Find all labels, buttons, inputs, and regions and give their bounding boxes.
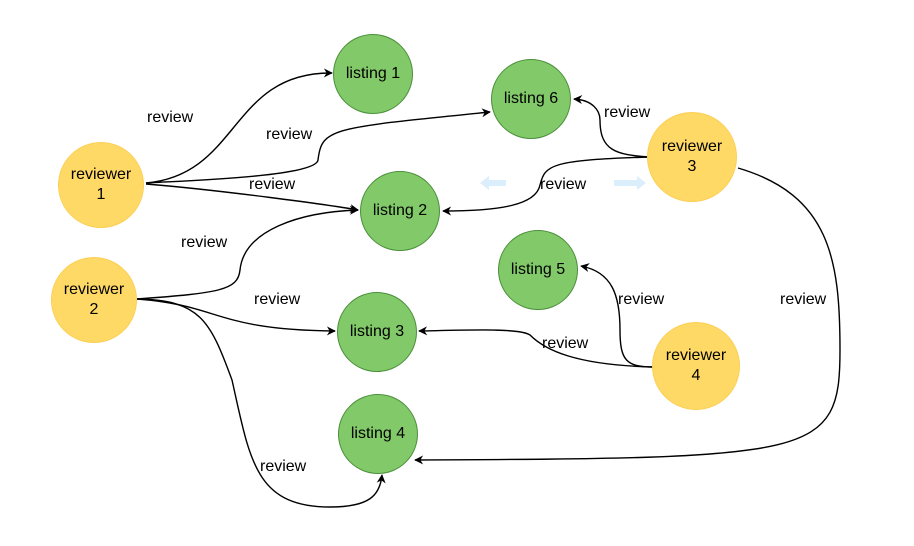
edge-r1-l6 [145,108,491,184]
edge-label-r4-l5: review [618,291,665,308]
node-reviewer-3[interactable]: reviewer 3 [647,112,737,202]
edge-r2-l2 [136,205,359,300]
edge-label-r3-l6: review [604,104,651,121]
edge-r3-l2 [442,156,651,216]
edge-label-r2-l3: review [254,291,301,308]
listing-2-label: listing 2 [372,202,428,219]
reviewer-3-line2: 3 [687,158,697,175]
edge-r3-l6 [573,94,651,158]
edge-r4-l5 [580,263,654,368]
edge-label-r2-l4: review [260,458,307,475]
reviewer-2-line1: reviewer [63,281,125,298]
listing-5-label: listing 5 [510,261,566,278]
hint-arrow-right-icon [614,176,646,190]
edge-r2-l4 [136,298,386,508]
node-listing-1[interactable]: listing 1 [333,34,413,114]
edge-label-r1-l1: review [147,109,194,126]
node-listing-4[interactable]: listing 4 [338,394,418,474]
reviewer-1-line1: reviewer [70,166,132,183]
reviewer-2-line2: 2 [89,301,99,318]
edge-label-r4-l3: review [542,335,589,352]
hint-arrow-left-icon [480,176,506,190]
listing-4-label: listing 4 [350,425,406,442]
edge-r1-l1 [145,68,333,184]
listing-1-label: listing 1 [345,65,401,82]
edge-label-r3-l4: review [780,291,827,308]
reviewer-1-line2: 1 [96,186,106,203]
edge-label-r1-l6: review [266,126,313,143]
edge-r1-l2 [145,183,359,214]
node-reviewer-2[interactable]: reviewer 2 [51,257,137,343]
listing-6-label: listing 6 [503,90,559,107]
node-listing-6[interactable]: listing 6 [491,59,571,139]
node-listing-5[interactable]: listing 5 [498,230,578,310]
reviewer-4-line1: reviewer [665,347,727,364]
reviewer-3-line1: reviewer [661,138,723,155]
edge-label-r1-l2: review [249,176,296,193]
node-reviewer-1[interactable]: reviewer 1 [58,142,144,228]
edge-label-r3-l2: review [540,176,587,193]
edge-r4-l3 [418,326,654,368]
edge-r2-l3 [136,298,336,336]
node-reviewer-4[interactable]: reviewer 4 [652,322,740,410]
listing-3-label: listing 3 [349,323,405,340]
reviewer-4-line2: 4 [691,367,701,384]
edge-r3-l4 [414,167,841,465]
node-listing-3[interactable]: listing 3 [337,292,417,372]
node-listing-2[interactable]: listing 2 [360,171,440,251]
edge-label-r2-l2: review [181,234,228,251]
